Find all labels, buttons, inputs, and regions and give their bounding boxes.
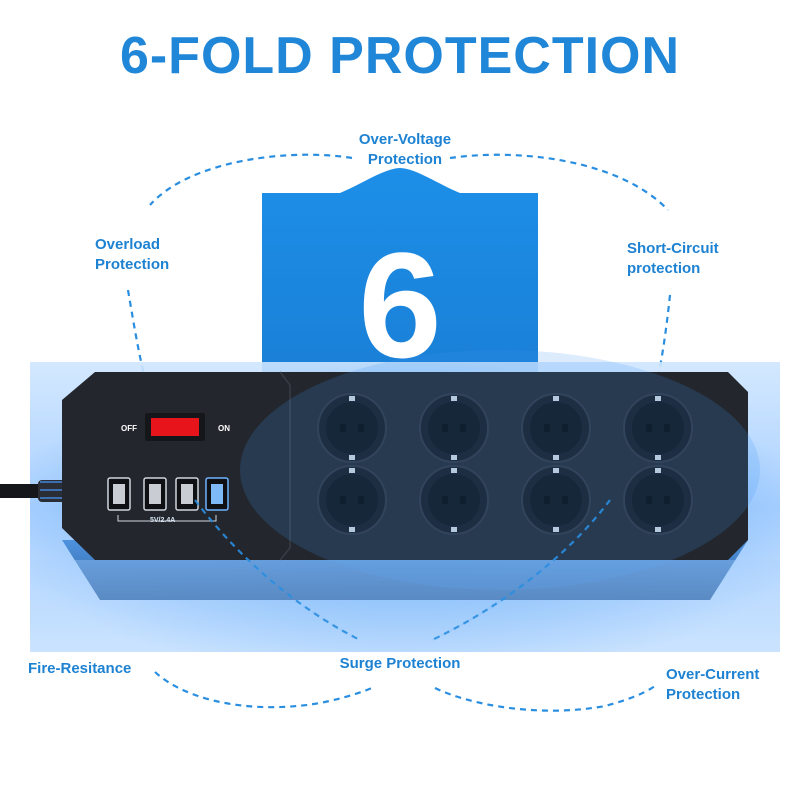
- socket: [623, 465, 693, 535]
- feature-surge: Surge Protection: [330, 654, 470, 674]
- socket: [317, 393, 387, 463]
- socket: [623, 393, 693, 463]
- usb-rating-label: 5V/2.4A: [150, 517, 176, 524]
- number-panel: [262, 168, 538, 380]
- center-number: 6: [358, 221, 442, 389]
- socket: [521, 393, 591, 463]
- socket: [419, 393, 489, 463]
- feature-label-line: Over-Current: [666, 666, 760, 683]
- feature-label-line: protection: [627, 260, 701, 277]
- socket: [419, 465, 489, 535]
- feature-over-voltage: Over-Voltage Protection: [330, 130, 480, 170]
- feature-label-line: Protection: [95, 256, 170, 273]
- feature-label-line: Overload: [95, 236, 161, 253]
- feature-label-line: Protection: [367, 151, 443, 168]
- switch-off-label: OFF: [121, 424, 137, 433]
- socket: [317, 465, 387, 535]
- feature-label-line: Surge Protection: [339, 655, 461, 672]
- socket: [521, 465, 591, 535]
- power-cord: [0, 480, 66, 502]
- switch-on-label: ON: [218, 424, 230, 433]
- feature-short-circuit: Short-Circuit protection: [627, 239, 719, 279]
- feature-overload: Overload Protection: [95, 235, 169, 275]
- power-switch: [151, 418, 199, 436]
- feature-label-line: Fire-Resitance: [28, 660, 132, 677]
- feature-fire-resistance: Fire-Resitance: [28, 659, 131, 679]
- headline: 6-FOLD PROTECTION: [119, 27, 681, 85]
- feature-label-line: Over-Voltage: [358, 131, 452, 148]
- feature-over-current: Over-Current Protection: [666, 665, 759, 705]
- sockets: [317, 393, 693, 535]
- feature-label-line: Protection: [666, 686, 741, 703]
- feature-label-line: Short-Circuit: [627, 240, 719, 257]
